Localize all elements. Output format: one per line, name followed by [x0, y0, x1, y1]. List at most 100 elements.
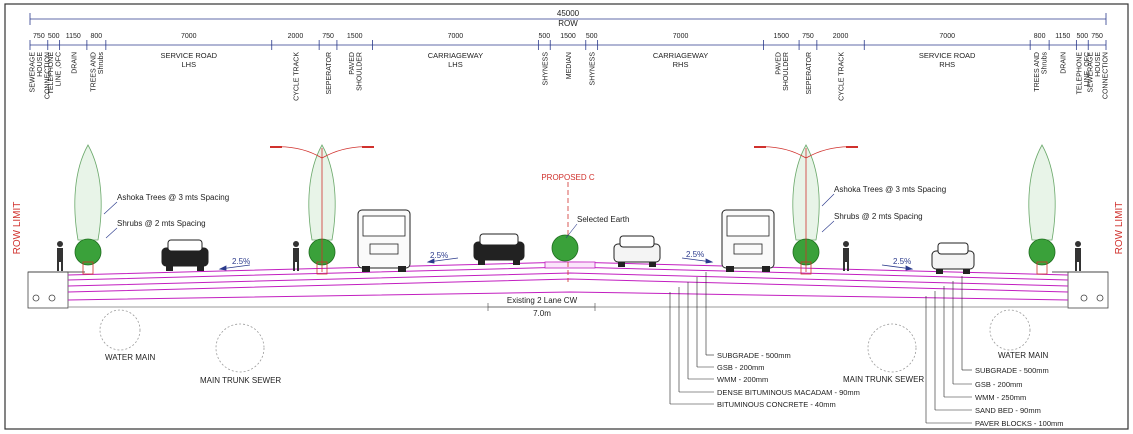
segment-dimension: 500 — [586, 33, 598, 40]
water-main-left-pipe — [99, 309, 141, 351]
segment-label: MEDIAN — [566, 52, 573, 79]
segment-label: CONNECTION — [1103, 52, 1110, 99]
segment-label-line: CARRIAGEWAY — [428, 51, 483, 60]
total-width-value: 45000 — [557, 9, 580, 18]
vehicles-group — [161, 209, 975, 274]
segment-label: SHYNESS — [590, 52, 597, 86]
trunk-sewer-left-label: MAIN TRUNK SEWER — [200, 376, 281, 385]
segment-dimension: 500 — [1076, 33, 1088, 40]
existing-cw-label: Existing 2 Lane CW — [507, 296, 578, 305]
segment-label-line: CARRIAGEWAY — [653, 51, 708, 60]
proposed-centerline: PROPOSED C — [541, 173, 595, 282]
slope-label-2: 2.5% — [430, 251, 448, 260]
trunk-sewer-right-pipe — [867, 323, 917, 373]
segment-dimension: 750 — [1091, 33, 1103, 40]
existing-cw-width: 7.0m — [533, 309, 551, 318]
row-limit-right: ROW LIMIT — [1114, 202, 1125, 255]
water-main-right-label: WATER MAIN — [998, 351, 1048, 360]
segment-label: SHOULDER — [783, 52, 790, 91]
segment-label: TELEPHONE — [1077, 52, 1084, 95]
segment-label-line: LHS — [448, 60, 463, 69]
carriageway-layer-label: DENSE BITUMINOUS MACADAM - 90mm — [717, 388, 860, 397]
segment-dimension: 7000 — [939, 33, 955, 40]
tree-annotations: Ashoka Trees @ 3 mts Spacing Shrubs @ 2 … — [103, 185, 946, 239]
segment-dimension: 1150 — [66, 33, 81, 40]
segment-label: CYCLE TRACK — [839, 52, 846, 101]
car — [161, 239, 209, 271]
segment-dimension: 7000 — [448, 33, 464, 40]
carriageway-layer-label: WMM - 200mm — [717, 375, 768, 384]
segment-dimension: 750 — [802, 33, 814, 40]
drawing-border — [4, 3, 1129, 430]
segment-dimension: 800 — [1034, 33, 1046, 40]
segment-dimension: 2000 — [288, 33, 304, 40]
segment-dimension: 750 — [322, 33, 334, 40]
proposed-label: PROPOSED C — [541, 173, 595, 182]
selected-earth-label: Selected Earth — [577, 215, 629, 224]
segment-label: SHYNESS — [542, 52, 549, 86]
segment-dimension: 2000 — [833, 33, 849, 40]
utility-labels: WATER MAIN MAIN TRUNK SEWER MAIN TRUNK S… — [105, 351, 1048, 385]
ashoka-tree — [74, 144, 102, 275]
water-main-left-label: WATER MAIN — [105, 353, 155, 362]
segment-dimension: 800 — [91, 33, 103, 40]
slope-label-1: 2.5% — [232, 257, 250, 266]
segment-dimension: 750 — [33, 33, 45, 40]
segment-dimension: 1500 — [774, 33, 790, 40]
segment-label-line: RHS — [673, 60, 689, 69]
segment-label: HOUSE — [37, 52, 44, 77]
segment-label: TREES AND — [91, 52, 98, 92]
segment-label-line: SERVICE ROAD — [161, 51, 218, 60]
service-road-layer-label: WMM - 250mm — [975, 393, 1026, 402]
carriageway-layer-label: BITUMINOUS CONCRETE - 40mm — [717, 400, 836, 409]
segment-label: LINE ,OFC — [1084, 52, 1091, 86]
service-road-layer-label: PAVER BLOCKS - 100mm — [975, 419, 1064, 428]
segment-label: CONNECTION — [44, 52, 51, 99]
pedestrian — [57, 241, 63, 271]
segment-label-line: RHS — [939, 60, 955, 69]
segment-label: DRAIN — [71, 52, 78, 74]
segment-label: Shrubs — [1041, 52, 1048, 75]
pedestrian — [1075, 241, 1081, 271]
segment-label: SHOULDER — [356, 52, 363, 91]
trunk-sewer-left-pipe — [215, 323, 265, 373]
segment-dimension: 1500 — [347, 33, 363, 40]
segment-dimension: 7000 — [673, 33, 689, 40]
utilities — [99, 309, 1031, 373]
existing-carriageway: Existing 2 Lane CW 7.0m — [487, 296, 596, 318]
shrubs-right-label: Shrubs @ 2 mts Spacing — [834, 212, 923, 221]
shrubs-left-label: Shrubs @ 2 mts Spacing — [117, 219, 206, 228]
segment-label: LINE ,OFC — [55, 52, 62, 86]
median-shrub — [551, 234, 579, 262]
slope-label-3: 2.5% — [686, 250, 704, 259]
trees-right-label: Ashoka Trees @ 3 mts Spacing — [834, 185, 946, 194]
boundary-structures — [27, 271, 1109, 309]
row-label: ROW — [558, 19, 578, 28]
car — [613, 235, 661, 267]
service-road-layer-label: SAND BED - 90mm — [975, 406, 1041, 415]
segment-label: HOUSE — [1095, 52, 1102, 77]
segment-label: DRAIN — [1061, 52, 1068, 74]
segment-label: PAVED — [349, 52, 356, 75]
segment-label: CYCLE TRACK — [293, 52, 300, 101]
total-dimension: 45000 ROW — [29, 9, 1107, 28]
segment-label: SEWERAGE — [29, 52, 36, 93]
pedestrian — [293, 241, 299, 271]
segment-label: SEPERATOR — [806, 52, 813, 95]
trunk-sewer-right-label: MAIN TRUNK SEWER — [843, 375, 924, 384]
segment-label: TELEPHONE — [48, 52, 55, 95]
segment-dimension: 7000 — [181, 33, 197, 40]
car — [473, 233, 525, 265]
bus — [721, 209, 775, 272]
water-main-right-pipe — [989, 309, 1031, 351]
carriageway-layer-label: SUBGRADE - 500mm — [717, 351, 791, 360]
segment-label: PAVED — [776, 52, 783, 75]
pedestrian — [843, 241, 849, 271]
